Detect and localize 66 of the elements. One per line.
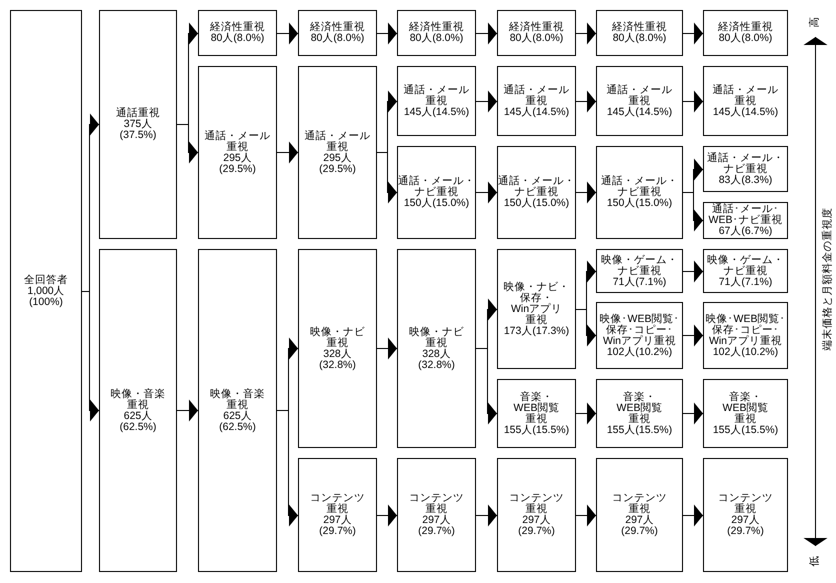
category-box: 通話・メール重視145人(14.5%) <box>596 66 683 136</box>
category-box: コンテンツ重視297人(29.7%) <box>397 458 476 572</box>
arrow <box>576 402 596 424</box>
category-box: 音楽・WEB閲覧重視155人(15.5%) <box>596 379 683 448</box>
arrow <box>576 182 596 204</box>
arrow <box>376 152 398 204</box>
category-box: 通話・メール・ナビ重視150人(15.0%) <box>397 146 476 239</box>
category-box: 経済性重視80人(8.0%) <box>703 10 788 56</box>
axis-title: 端末価格と月額料金の重視度 <box>822 208 834 350</box>
arrow <box>476 90 498 112</box>
category-box: 通話･メール･WEB･ナビ重視67人(6.7%) <box>703 202 788 239</box>
scale-label: 低 <box>810 556 820 566</box>
arrow <box>476 22 498 44</box>
category-box: 通話・メール・ナビ重視150人(15.0%) <box>497 146 576 239</box>
arrow <box>276 22 298 44</box>
arrow <box>682 504 704 526</box>
arrow <box>682 260 704 282</box>
category-box: 映像・ナビ重視328人(32.8%) <box>397 249 476 448</box>
category-box: 経済性重視80人(8.0%) <box>198 10 277 56</box>
arrow <box>576 22 596 44</box>
category-box: 経済性重視80人(8.0%) <box>298 10 377 56</box>
category-box: 経済性重視80人(8.0%) <box>596 10 683 56</box>
category-box: 通話・メール重視295人(29.5%) <box>298 66 377 239</box>
scale-label: 高 <box>810 16 820 28</box>
arrow <box>176 400 198 422</box>
arrow <box>576 309 596 346</box>
category-box: 映像・ゲーム・ナビ重視71人(7.1%) <box>596 249 683 293</box>
category-box: 通話・メール重視145人(14.5%) <box>703 66 788 136</box>
category-box: 映像･WEB閲覧･保存･コピー･Winアプリ重視102人(10.2%) <box>596 302 683 369</box>
category-box: 映像・ナビ・保存・Winアプリ重視173人(17.3%) <box>497 249 576 369</box>
category-box: 映像・ゲーム・ナビ重視71人(7.1%) <box>703 249 788 293</box>
category-box: 通話・メール重視145人(14.5%) <box>497 66 576 136</box>
arrow <box>82 291 100 422</box>
category-box: コンテンツ重視297人(29.7%) <box>298 458 377 572</box>
arrow <box>376 22 398 44</box>
arrow <box>276 410 298 526</box>
arrow <box>682 90 704 112</box>
arrow <box>476 348 498 424</box>
arrow <box>376 338 398 360</box>
category-box: 通話・メール・ナビ重視150人(15.0%) <box>596 146 683 239</box>
category-box: 経済性重視80人(8.0%) <box>497 10 576 56</box>
category-box: 音楽・WEB閲覧重視155人(15.5%) <box>703 379 788 448</box>
category-box: 音楽・WEB閲覧重視155人(15.5%) <box>497 379 576 448</box>
category-box: 通話・メール重視145人(14.5%) <box>397 66 476 136</box>
category-box: コンテンツ重視297人(29.7%) <box>596 458 683 572</box>
arrow <box>276 142 298 164</box>
arrow <box>682 192 704 232</box>
category-box: 映像・音楽重視625人(62.5%) <box>198 249 277 572</box>
category-box: コンテンツ重視297人(29.7%) <box>703 458 788 572</box>
arrow <box>376 504 398 526</box>
category-box: 経済性重視80人(8.0%) <box>397 10 476 56</box>
category-box: 通話重視375人(37.5%) <box>99 10 177 239</box>
category-box: 映像・音楽重視625人(62.5%) <box>99 249 177 572</box>
category-box: 映像･WEB閲覧･保存･コピー･Winアプリ重視102人(10.2%) <box>703 302 788 369</box>
category-box: 通話・メール・ナビ重視83人(8.3%) <box>703 146 788 192</box>
arrow <box>476 182 498 204</box>
category-box: 通話・メール重視295人(29.5%) <box>198 66 277 239</box>
arrow <box>682 22 704 44</box>
arrow <box>576 90 596 112</box>
category-box: 映像・ナビ重視328人(32.8%) <box>298 249 377 448</box>
arrow <box>476 504 498 526</box>
arrow <box>576 504 596 526</box>
arrow <box>682 402 704 424</box>
arrow <box>682 324 704 346</box>
category-box: 全回答者1,000人(100%) <box>10 10 82 572</box>
category-box: コンテンツ重視297人(29.7%) <box>497 458 576 572</box>
